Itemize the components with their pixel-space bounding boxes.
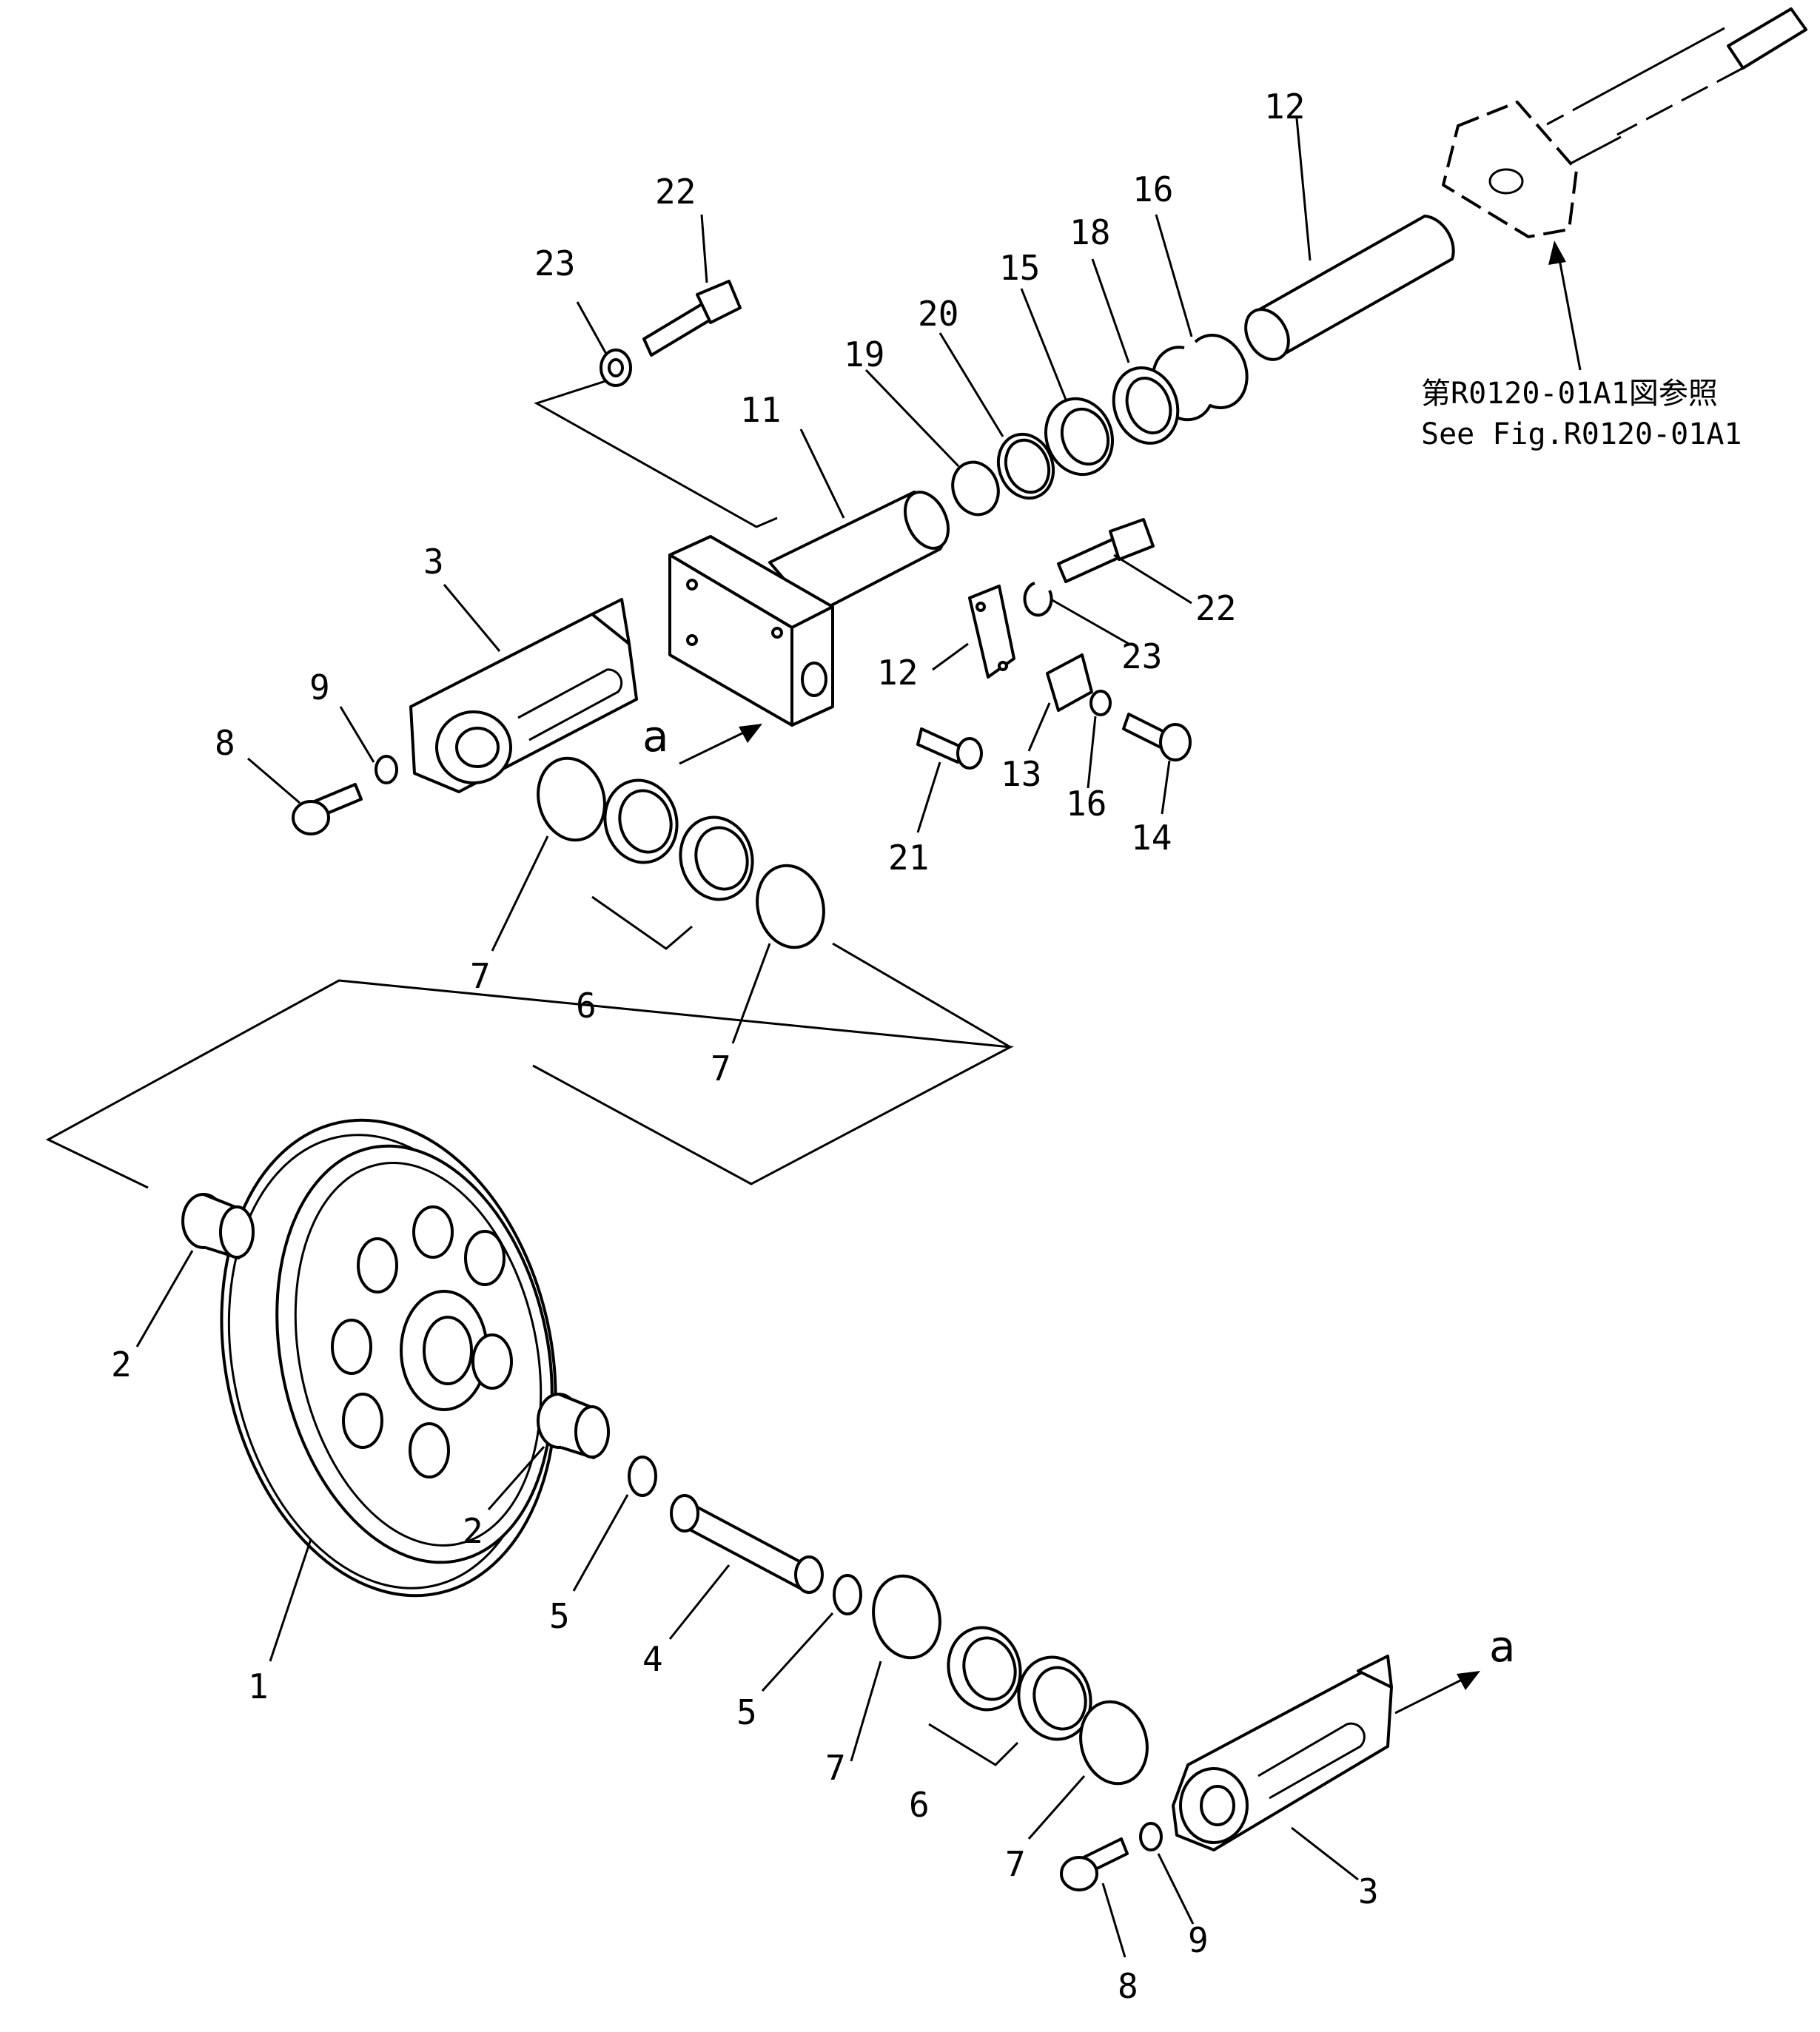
- part-9-washer-upper: [375, 755, 398, 784]
- part-label: 5: [549, 1596, 570, 1636]
- part-20-ring: [996, 432, 1055, 500]
- part-label: 20: [918, 294, 958, 334]
- part-label: 23: [1121, 636, 1162, 676]
- part-18-bearing: [1112, 366, 1180, 445]
- part-label: 22: [1195, 588, 1236, 628]
- part-label: 16: [1066, 784, 1107, 824]
- part-2-bushing-right: [537, 1393, 610, 1459]
- part-label: 1: [248, 1666, 269, 1706]
- part-label: 15: [999, 248, 1040, 288]
- part-7-oring-upper-b: [756, 864, 825, 949]
- reference-note: 第R0120-01A1図参照 See Fig.R0120-01A1: [1421, 377, 1742, 451]
- part-label: 21: [888, 838, 929, 878]
- part-21-grease-fitting: [916, 727, 983, 770]
- part-5-oring-b: [833, 1574, 862, 1615]
- part-3-bearing-bracket-lower: [1172, 1655, 1393, 1851]
- part-8-bolt-upper: [292, 783, 363, 835]
- part-label: 3: [423, 542, 444, 582]
- part-15-washer: [1089, 690, 1112, 716]
- part-7-oring-lower-a: [872, 1574, 941, 1660]
- part-22-bolt-lower: [1057, 518, 1155, 583]
- part-label: 7: [711, 1049, 731, 1089]
- part-6-seal-lower-b: [1017, 1655, 1092, 1741]
- part-16-seal: [1044, 397, 1115, 477]
- part-label: 7: [470, 956, 491, 996]
- part-label: 2: [463, 1511, 483, 1551]
- reference-note-jp: 第R0120-01A1図参照: [1421, 377, 1718, 411]
- part-label: 19: [844, 334, 884, 374]
- part-2-bushing-left: [181, 1193, 255, 1259]
- view-arrow-upper: [679, 724, 762, 765]
- part-1-idler-wheel: [220, 1118, 557, 1598]
- part-7-oring-lower-b: [1079, 1700, 1149, 1786]
- part-label: 22: [655, 172, 696, 212]
- part-6-seal-lower-a: [947, 1626, 1022, 1712]
- part-number-labels: 12 16 18 15 20 19 11 22 23 22 23 12 13 1…: [111, 87, 1379, 2006]
- part-22-bolt-upper: [642, 280, 742, 357]
- part-3-bearing-bracket-upper: [409, 598, 638, 793]
- part-label: 23: [534, 243, 575, 283]
- part-label: 12: [877, 653, 918, 693]
- part-5-oring-a: [628, 1456, 657, 1497]
- part-label: 3: [1358, 1871, 1379, 1911]
- part-7-oring-upper-a: [537, 756, 606, 842]
- part-6-seal-upper-a: [603, 778, 679, 864]
- part-6-seal-upper-b: [679, 815, 754, 901]
- part-10-support: [668, 491, 950, 727]
- part-label: 9: [1188, 1920, 1209, 1960]
- part-label: 16: [1132, 169, 1173, 209]
- part-8-bolt-lower: [1060, 1837, 1129, 1891]
- part-label: 6: [909, 1785, 930, 1825]
- view-arrow-lower: [1394, 1671, 1480, 1715]
- part-label: 5: [736, 1692, 757, 1732]
- part-label: 8: [1118, 1966, 1138, 2006]
- part-label: 6: [576, 986, 597, 1026]
- part-label: 7: [825, 1748, 846, 1788]
- part-4-shaft: [670, 1494, 824, 1594]
- part-label: 14: [1131, 818, 1172, 858]
- part-label: 9: [309, 667, 330, 707]
- part-label: 18: [1069, 212, 1110, 252]
- view-arrow-lower-label: a: [1489, 1621, 1516, 1672]
- part-label: 7: [1005, 1844, 1026, 1884]
- assembly-frame-lines: [45, 374, 1019, 1766]
- part-23-washer-upper: [600, 349, 632, 387]
- part-11-pin: [1244, 215, 1455, 361]
- part-label: 2: [111, 1345, 132, 1385]
- part-23-washer-lower: [1023, 582, 1053, 617]
- reference-note-en: See Fig.R0120-01A1: [1421, 417, 1742, 451]
- part-label: 12: [1264, 87, 1305, 127]
- part-label: 8: [215, 723, 235, 763]
- part-13-plate: [1046, 653, 1093, 712]
- part-12-plate: [968, 585, 1015, 679]
- part-14-bolt: [1122, 713, 1192, 761]
- part-label: 13: [1001, 754, 1041, 794]
- part-label: 4: [642, 1639, 663, 1679]
- shaft-reference: [1442, 7, 1807, 238]
- part-label: 11: [740, 390, 781, 430]
- part-9-washer-lower: [1139, 1822, 1163, 1851]
- view-arrow-upper-label: a: [642, 711, 669, 761]
- leader-lines: [135, 118, 1359, 1958]
- part-19-ring: [951, 460, 1000, 517]
- reference-arrow: [1548, 240, 1582, 371]
